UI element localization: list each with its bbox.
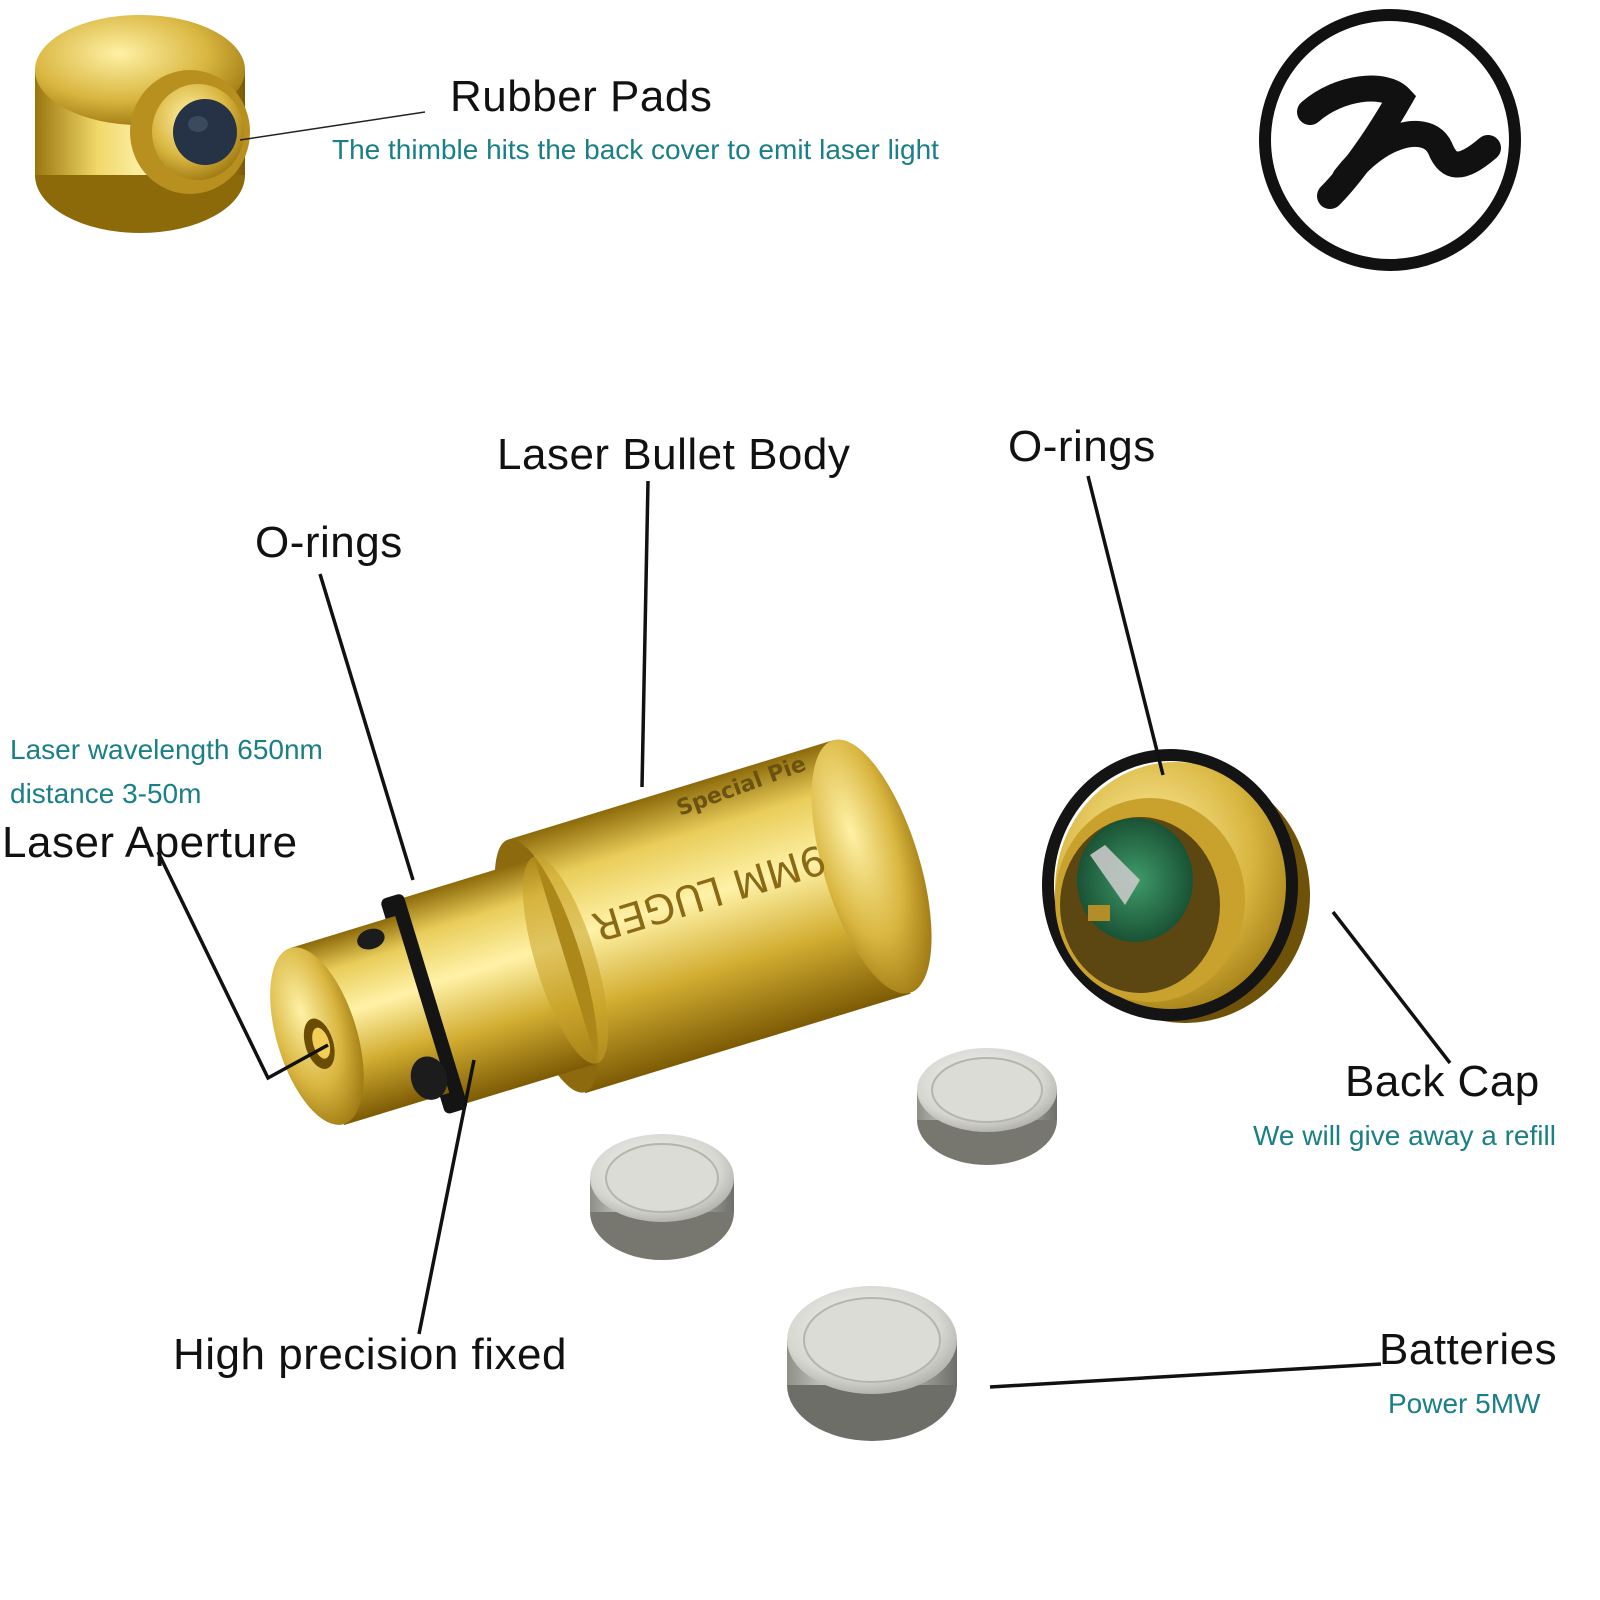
rubber-pads-caption: The thimble hits the back cover to emit …	[332, 134, 939, 165]
high-precision-label: High precision fixed	[173, 1330, 567, 1379]
batteries-caption: Power 5MW	[1388, 1388, 1541, 1419]
rubber-pad-image	[35, 15, 250, 233]
laser-aperture-note-1: Laser wavelength 650nm	[10, 734, 323, 765]
laser-bullet-body-label: Laser Bullet Body	[497, 430, 851, 479]
brand-logo-icon	[1259, 9, 1521, 271]
laser-bullet-body	[270, 739, 932, 1126]
o-rings-left-label: O-rings	[255, 518, 403, 567]
laser-aperture-note-2: distance 3-50m	[10, 778, 202, 809]
o-rings-right-label: O-rings	[1008, 422, 1156, 471]
battery-2	[590, 1134, 734, 1260]
o-rings-left-leader	[318, 573, 415, 881]
back-cap	[1042, 749, 1310, 1023]
laser-aperture-leader	[156, 851, 329, 1081]
laser-bullet-body-leader	[640, 480, 650, 788]
rubber-pad-leader	[239, 111, 426, 141]
battery-1	[917, 1048, 1057, 1165]
o-rings-right-leader	[1086, 475, 1165, 776]
laser-aperture-label: Laser Aperture	[2, 818, 298, 867]
back-cap-label: Back Cap	[1345, 1057, 1540, 1106]
back-cap-leader	[1331, 910, 1452, 1065]
high-precision-leader	[417, 1059, 476, 1335]
batteries-leader	[989, 1362, 1382, 1389]
back-cap-caption: We will give away a refill	[1253, 1120, 1556, 1151]
rubber-pads-title: Rubber Pads	[450, 72, 713, 121]
batteries-label: Batteries	[1379, 1325, 1558, 1374]
leader-lines	[156, 475, 1452, 1389]
battery-3	[787, 1286, 957, 1441]
